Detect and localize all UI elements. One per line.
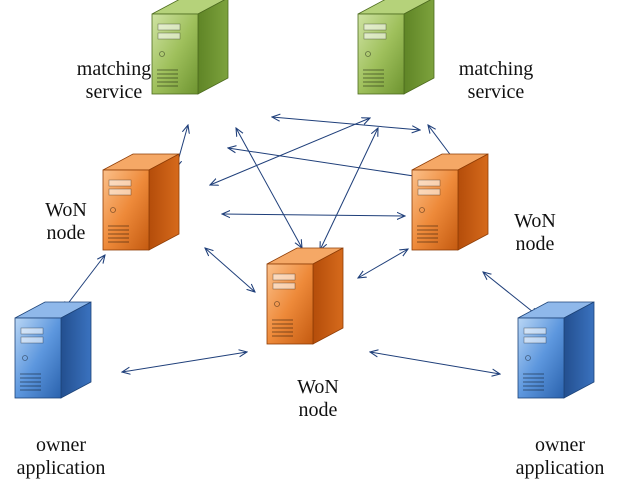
link-matching-service-2-to-won-node-center — [320, 128, 378, 250]
link-won-node-center-to-owner-app-left — [122, 352, 247, 372]
label-line: owner — [36, 434, 86, 456]
link-won-node-left-to-won-node-center — [205, 248, 255, 292]
label-line: owner — [535, 434, 585, 456]
server-orange-icon — [266, 247, 344, 345]
label-matching-service-1: matching service — [56, 58, 172, 104]
label-line: matching — [458, 58, 534, 80]
server-icons — [14, 0, 595, 399]
label-won-node-right: WoN node — [504, 210, 566, 256]
server-green-icon — [357, 0, 435, 95]
link-won-node-left-to-owner-app-left — [63, 255, 105, 310]
label-won-node-center: WoN node — [288, 376, 348, 422]
label-line: service — [467, 81, 525, 103]
link-matching-service-1-to-won-node-right — [228, 148, 427, 178]
label-line: node — [46, 222, 86, 244]
label-owner-app-right: owner application — [505, 434, 615, 480]
server-green-icon — [151, 0, 229, 95]
label-line: WoN — [514, 210, 556, 232]
label-line: node — [298, 399, 338, 421]
label-won-node-left: WoN node — [36, 199, 96, 245]
label-line: matching — [76, 58, 152, 80]
label-line: service — [85, 81, 143, 103]
server-blue-icon — [14, 301, 92, 399]
server-orange-icon — [102, 153, 180, 251]
link-won-node-left-to-won-node-right — [222, 214, 405, 216]
connection-arrows — [63, 117, 538, 374]
label-line: node — [515, 233, 555, 255]
link-matching-service-1-to-won-node-center — [236, 128, 302, 248]
link-won-node-center-to-owner-app-right — [370, 352, 500, 374]
label-owner-app-left: owner application — [6, 434, 116, 480]
label-line: application — [16, 457, 106, 479]
label-line: WoN — [45, 199, 87, 221]
label-line: WoN — [297, 376, 339, 398]
link-won-node-right-to-won-node-center — [358, 249, 408, 278]
server-orange-icon — [411, 153, 489, 251]
link-matching-service-2-to-won-node-left — [210, 118, 370, 185]
label-line: application — [515, 457, 605, 479]
server-blue-icon — [517, 301, 595, 399]
label-matching-service-2: matching service — [438, 58, 554, 104]
link-won-node-right-to-owner-app-right — [483, 272, 538, 316]
